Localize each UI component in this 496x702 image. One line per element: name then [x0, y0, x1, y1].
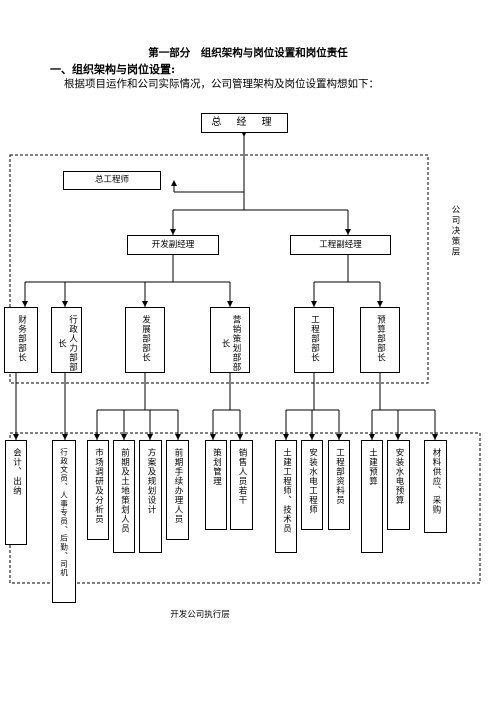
dept-development: 发展部部长	[125, 307, 165, 373]
staff-procurement: 材料供应、采购	[424, 440, 447, 533]
staff-civil-budget: 土建预算	[361, 440, 383, 553]
decision-layer-label: 公司决策层	[450, 205, 460, 258]
dept-admin-hr: 行政人力部部长	[51, 307, 82, 373]
staff-procedures: 前期手续办理人员	[166, 440, 189, 540]
vp-development-box: 开发副经理	[127, 235, 219, 255]
execution-layer-label: 开发公司执行层	[170, 610, 230, 620]
staff-mep-engineer: 安装水电工程师	[301, 440, 323, 530]
section-heading: 一、组织架构与岗位设置:	[50, 63, 176, 76]
staff-admin: 行政文员、人事专员、后勤、司机	[52, 440, 76, 603]
staff-accounting: 会计、出纳	[5, 440, 27, 545]
dept-engineering: 工程部部长	[294, 307, 334, 373]
staff-planning-mgmt: 策划管理	[205, 440, 227, 530]
ceo-box: 总 经 理	[201, 113, 288, 133]
decision-layer-frame	[9, 154, 429, 384]
staff-land-planning: 前期及土地策划人员	[113, 440, 135, 553]
staff-civil-engineer: 土建工程师、技术员	[275, 440, 297, 553]
dept-finance: 财务部部长	[4, 307, 38, 373]
staff-eng-documents: 工程部资料员	[328, 440, 350, 530]
vp-engineering-box: 工程副经理	[290, 235, 391, 255]
staff-market-research: 市场调研及分析员	[87, 440, 109, 540]
staff-sales: 销售人员若干	[230, 440, 253, 530]
document-title: 第一部分 组织架构与岗位设置和岗位责任	[148, 47, 348, 59]
dept-marketing: 营销策划部部长	[210, 307, 250, 373]
intro-paragraph: 根据项目运作和公司实际情况，公司管理架构及岗位设置构想如下：	[64, 78, 379, 90]
staff-scheme-design: 方案及规划设计	[139, 440, 162, 553]
staff-mep-budget: 安装水电预算	[387, 440, 410, 530]
chief-engineer-box: 总工程师	[63, 171, 161, 190]
dept-budget: 预算部部长	[360, 307, 400, 373]
